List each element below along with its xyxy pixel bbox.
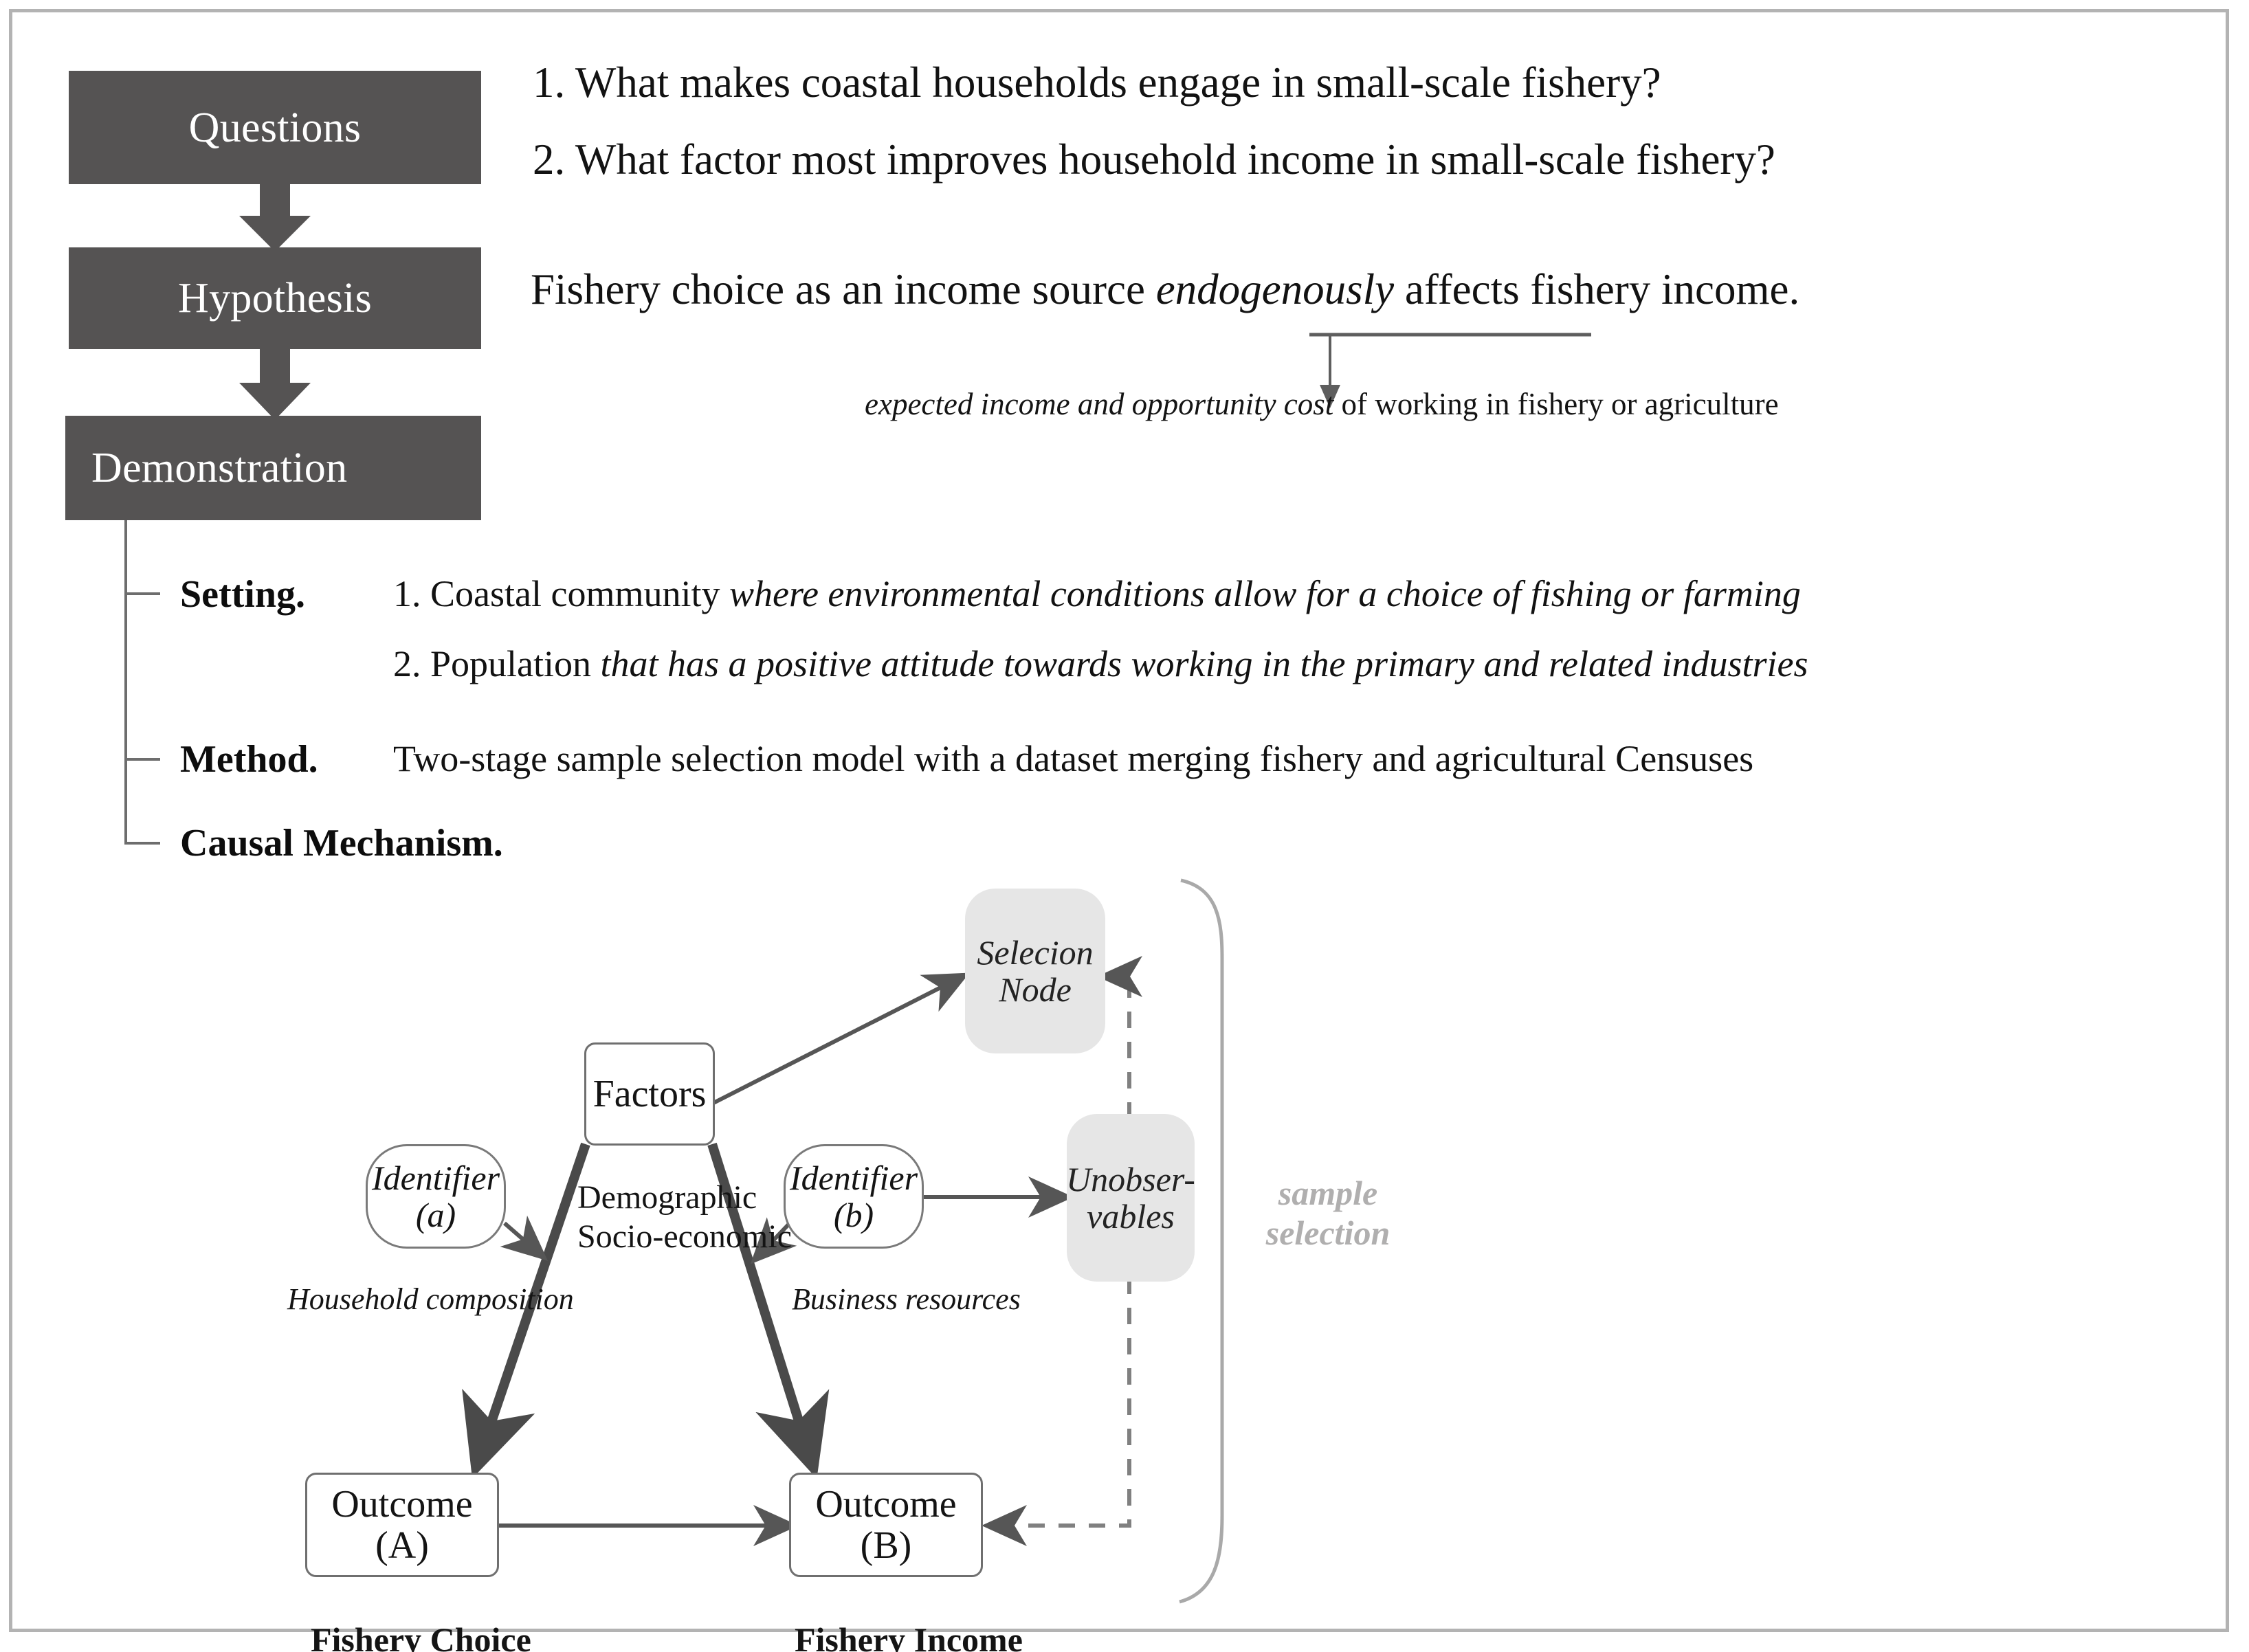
setting-item-2-italic: that has a positive attitude towards wor… <box>600 643 1808 684</box>
node-unobservables[interactable]: Unobser- vables <box>1066 1114 1195 1282</box>
arrow-questions-to-hypothesis <box>239 180 311 252</box>
setting-item-1-plain: 1. Coastal community <box>393 573 729 614</box>
stage-label-hypothesis: Hypothesis <box>178 275 372 322</box>
stage-box-hypothesis: Hypothesis <box>69 247 481 349</box>
caption-identifier-a: Household composition <box>287 1282 574 1316</box>
label-setting: Setting. <box>180 573 305 616</box>
diagram-connectors <box>462 878 1224 1604</box>
hypothesis-annotation-connector <box>1309 333 1591 408</box>
node-identifier-b[interactable]: Identifier (b) <box>784 1144 924 1249</box>
edge-factors-to-selection-node <box>712 972 970 1105</box>
setting-item-2-plain: 2. Population <box>393 643 601 684</box>
edge-unobservables-to-outcome-b <box>982 1277 1131 1546</box>
tree-trunk <box>124 520 127 845</box>
caption-factors-line1: Demographic <box>577 1179 757 1216</box>
hypothesis-tail: affects fishery income. <box>1394 265 1800 313</box>
node-identifier-b-label: Identifier (b) <box>789 1159 918 1234</box>
node-selection-node[interactable]: Selecion Node <box>965 889 1105 1053</box>
title-outcome-a: Fishery Choice <box>311 1620 531 1652</box>
node-selection-node-line2: Node <box>999 970 1072 1009</box>
stage-box-demonstration: Demonstration <box>65 416 481 520</box>
node-outcome-b[interactable]: Outcome (B) <box>789 1473 983 1577</box>
node-factors-label: Factors <box>592 1072 707 1115</box>
hypothesis-statement: Fishery choice as an income source endog… <box>531 265 1799 315</box>
tree-branch-causal-mechanism <box>124 842 160 845</box>
hypothesis-annotation-text: expected income and opportunity cost of … <box>865 386 1779 422</box>
node-unobservables-line1: Unobser- <box>1066 1160 1195 1198</box>
question-item-1: 1. What makes coastal households engage … <box>533 58 1661 107</box>
setting-item-1-italic: where environmental conditions allow for… <box>729 573 1801 614</box>
edge-factors-to-outcome-a <box>462 1142 590 1479</box>
hypothesis-note-plain: of working in fishery or agriculture <box>1333 387 1779 421</box>
arrow-hypothesis-to-demonstration <box>239 346 311 420</box>
node-outcome-b-label: Outcome (B) <box>815 1482 957 1567</box>
edge-identifier-b-to-income-path <box>750 1217 797 1264</box>
label-sample-selection-line2: selection <box>1265 1214 1391 1252</box>
label-causal-mechanism: Causal Mechanism. <box>180 822 503 864</box>
method-text: Two-stage sample selection model with a … <box>393 738 1754 779</box>
hypothesis-note-italic: expected income and opportunity cost <box>865 387 1334 421</box>
tree-branch-setting <box>124 592 160 595</box>
stage-box-questions: Questions <box>69 71 481 184</box>
edge-factors-to-outcome-b <box>707 1142 830 1479</box>
setting-item-2: 2. Population that has a positive attitu… <box>393 643 1808 685</box>
caption-identifier-b: Business resources <box>792 1282 1021 1316</box>
hypothesis-lead: Fishery choice as an income source <box>531 265 1156 313</box>
title-outcome-b: Fishery Income <box>795 1620 1023 1652</box>
tree-branch-method <box>124 758 160 761</box>
node-identifier-a-label: Identifier (a) <box>371 1159 500 1234</box>
stage-label-questions: Questions <box>188 104 362 151</box>
node-selection-node-line1: Selecion <box>977 933 1094 972</box>
stage-label-demonstration: Demonstration <box>91 445 348 491</box>
label-sample-selection: sample selection <box>1239 1173 1417 1253</box>
node-outcome-a[interactable]: Outcome (A) <box>305 1473 499 1577</box>
caption-factors-line2: Socio-economic <box>577 1218 792 1255</box>
node-outcome-a-label: Outcome (A) <box>331 1482 473 1567</box>
label-method: Method. <box>180 738 318 781</box>
edge-identifier-a-to-choice-path <box>500 1215 549 1261</box>
bracket-sample-selection <box>1179 878 1224 1604</box>
caption-factors: Demographic Socio-economic <box>577 1179 792 1256</box>
question-item-2: 2. What factor most improves household i… <box>533 135 1775 183</box>
setting-item-1: 1. Coastal community where environmental… <box>393 572 1801 615</box>
node-factors[interactable]: Factors <box>584 1042 715 1146</box>
edge-unobservables-to-selection-node <box>1097 956 1142 1119</box>
hypothesis-emphasis: endogenously <box>1155 265 1395 313</box>
label-sample-selection-line1: sample <box>1278 1174 1378 1212</box>
node-unobservables-line2: vables <box>1087 1197 1175 1236</box>
node-identifier-a[interactable]: Identifier (a) <box>366 1144 506 1249</box>
causal-diagram: Factors Demographic Socio-economic Ident… <box>275 856 2200 1652</box>
